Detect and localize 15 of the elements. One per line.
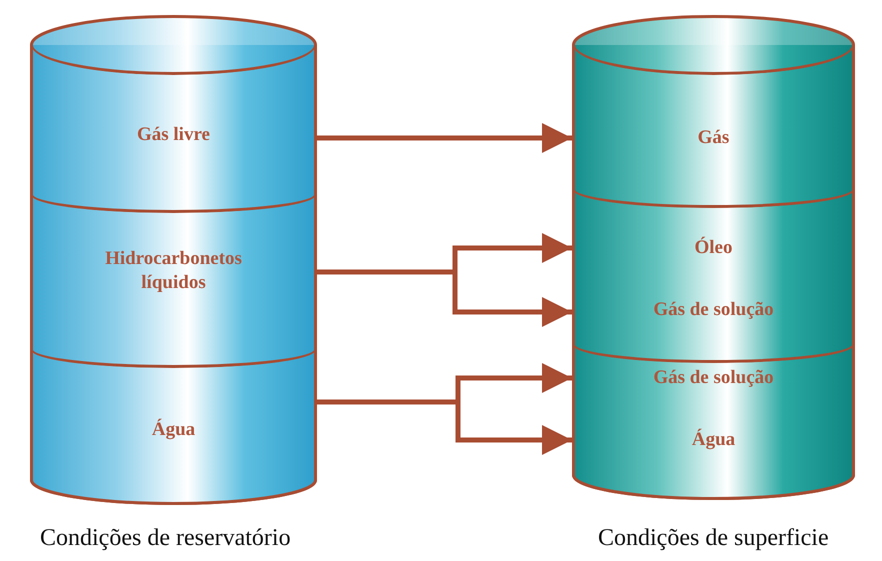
tank-label: Condições de superficie xyxy=(598,525,829,552)
layer-label: Água xyxy=(152,418,196,442)
layer-label: Água xyxy=(692,428,736,452)
tank-layer xyxy=(572,190,855,363)
layer-label: Gás livre xyxy=(136,123,210,147)
tank-label: Condições de reservatório xyxy=(40,525,291,552)
tank-layer xyxy=(30,350,317,505)
tank-layer xyxy=(30,45,317,213)
layer-label: Gás xyxy=(698,126,730,150)
layer-label: Óleo xyxy=(694,236,732,260)
arrow xyxy=(317,123,572,153)
tank-layer xyxy=(30,195,317,368)
layer-label: Hidrocarbonetos líquidos xyxy=(104,247,243,294)
tank-layer xyxy=(572,45,855,208)
tank-layer xyxy=(572,345,855,500)
